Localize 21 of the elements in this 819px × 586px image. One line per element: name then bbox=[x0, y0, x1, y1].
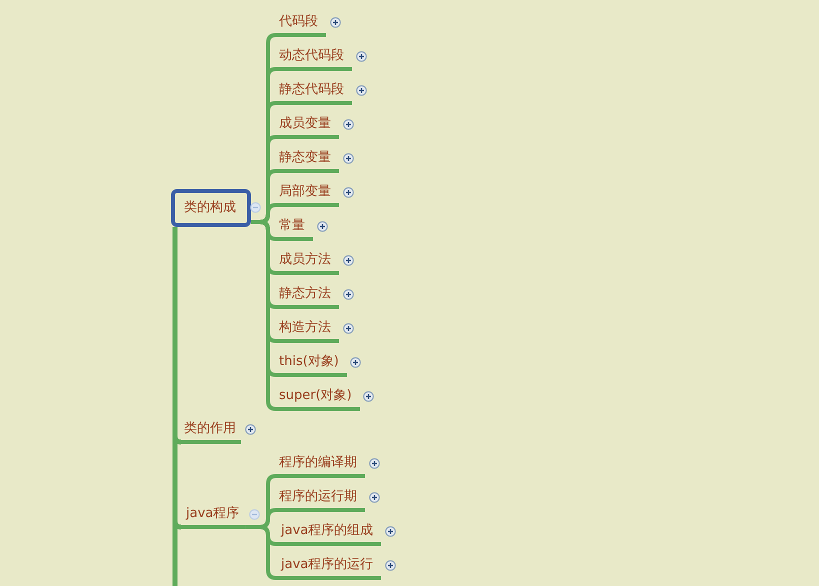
subtopic-label: 代码段 bbox=[276, 11, 326, 37]
subtopic-label: 局部变量 bbox=[276, 181, 339, 207]
subtopic-label: java程序的组成 bbox=[276, 520, 382, 546]
branch-line bbox=[245, 525, 276, 580]
subtopic-label: this(对象) bbox=[276, 351, 347, 377]
subtopic-label: 动态代码段 bbox=[276, 45, 352, 71]
subtopic-label: 静态方法 bbox=[276, 283, 339, 309]
subtopic-label: 程序的编译期 bbox=[276, 452, 365, 478]
subtopic-label: 构造方法 bbox=[276, 317, 339, 343]
subtopic-label: java程序的运行 bbox=[276, 554, 382, 580]
selected-topic-box: 类的构成 bbox=[171, 189, 251, 227]
topic-label: java程序 bbox=[181, 503, 246, 529]
subtopic-label: 成员方法 bbox=[276, 249, 339, 275]
subtopic-label: 静态变量 bbox=[276, 147, 339, 173]
subtopic-label: super(对象) bbox=[276, 385, 360, 411]
topic-label: 类的作用 bbox=[181, 418, 241, 444]
subtopic-label: 程序的运行期 bbox=[276, 486, 365, 512]
subtopic-label: 成员变量 bbox=[276, 113, 339, 139]
subtopic-label: 静态代码段 bbox=[276, 79, 352, 105]
subtopic-label: 常量 bbox=[276, 215, 313, 241]
branch-line bbox=[251, 220, 276, 411]
